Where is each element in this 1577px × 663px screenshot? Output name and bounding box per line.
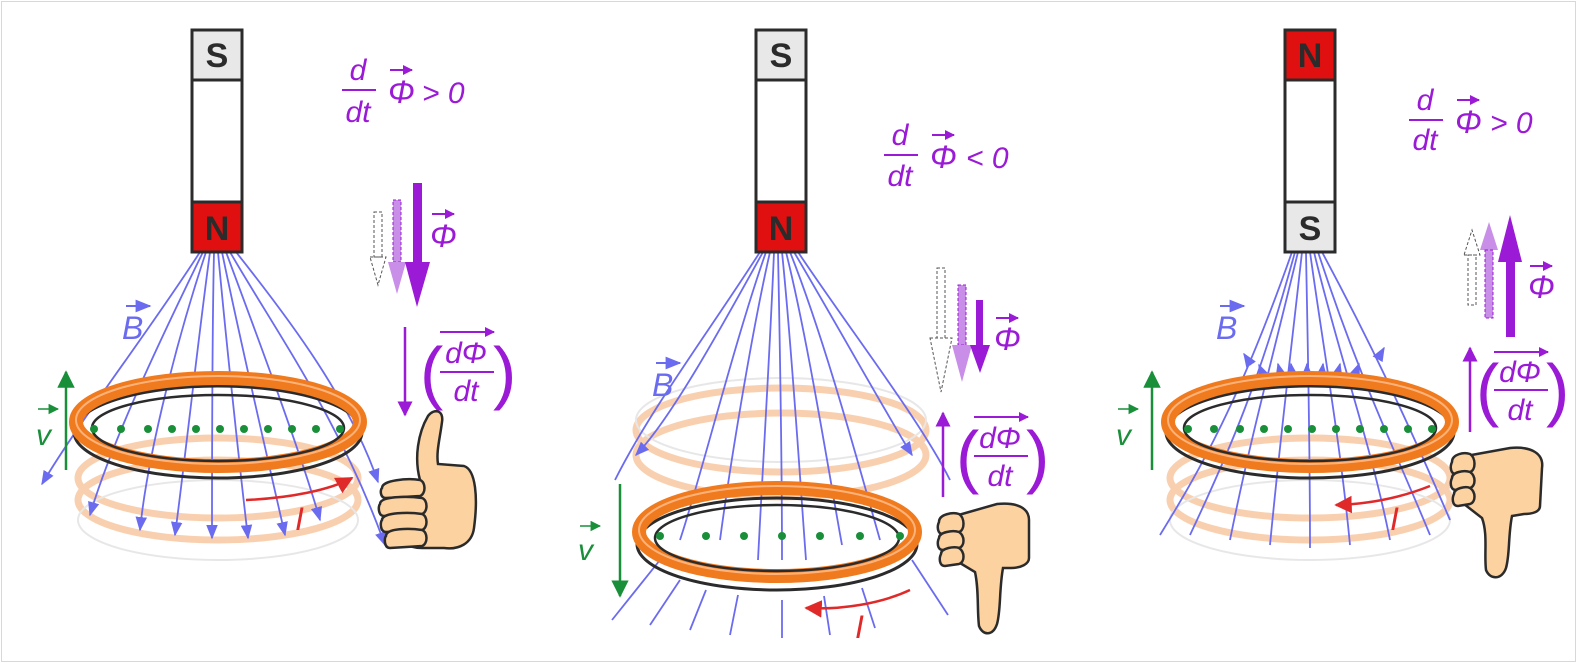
svg-text:(: ( (420, 333, 443, 411)
panel-2: S N B v I d dt Φ < 0 (578, 28, 1049, 645)
magnet-body (1283, 78, 1337, 204)
top-pole-label: N (1298, 37, 1323, 75)
coil (1161, 371, 1459, 480)
svg-text:dt: dt (453, 375, 480, 408)
velocity-arrow: v (578, 484, 629, 598)
current-arrow: I (804, 588, 911, 645)
coil-dots (90, 425, 344, 433)
svg-text:Φ: Φ (430, 218, 457, 254)
svg-text:): ) (1546, 350, 1569, 428)
magnet-top-pole (190, 28, 244, 82)
field-label: B (122, 299, 152, 346)
bottom-pole-label: N (769, 210, 794, 248)
svg-text:): ) (1026, 417, 1049, 495)
bar-magnet: S N (754, 28, 808, 254)
dphi-dt-arrow: ( dΦ dt ) (1462, 346, 1569, 432)
svg-text:dt: dt (987, 460, 1014, 493)
current-arrow: I (1334, 484, 1431, 537)
panel-3: N S B v I d dt Φ > 0 (1116, 28, 1569, 579)
svg-text:d: d (350, 54, 368, 87)
magnet-bottom-pole (1283, 200, 1337, 254)
svg-text:(: ( (1476, 350, 1499, 428)
coil (69, 371, 367, 480)
svg-text:v: v (578, 534, 595, 567)
velocity-arrow: v (36, 370, 75, 470)
thumbs-up-icon (377, 409, 478, 550)
magnet-top-pole (754, 28, 808, 82)
svg-text:v: v (1116, 419, 1133, 452)
coil-dots (1184, 425, 1436, 433)
panel-1: S N B v I d dt Φ > 0 (36, 28, 516, 561)
bottom-pole-label: N (205, 210, 230, 248)
svg-text:< 0: < 0 (966, 142, 1009, 175)
field-lines (41, 251, 387, 547)
svg-text:d: d (892, 119, 910, 152)
magnet-body (754, 78, 808, 204)
top-pole-label: S (770, 37, 793, 75)
thumbs-down-icon (936, 502, 1031, 635)
svg-text:dΦ: dΦ (1499, 356, 1541, 389)
rate-formula: d dt Φ > 0 (342, 54, 465, 129)
svg-text:I: I (1390, 501, 1399, 537)
thumbs-down-icon (1449, 446, 1544, 579)
svg-text:Φ: Φ (388, 74, 415, 110)
svg-text:Φ: Φ (930, 139, 957, 175)
flux-arrows: Φ (369, 183, 457, 307)
svg-text:v: v (36, 419, 53, 452)
dphi-dt-arrow: ( dΦ dt ) (935, 411, 1049, 497)
svg-text:dt: dt (1507, 394, 1534, 427)
svg-text:dt: dt (345, 96, 372, 129)
top-pole-label: S (206, 37, 229, 75)
svg-text:Φ: Φ (1455, 104, 1482, 140)
svg-text:dt: dt (887, 160, 914, 193)
svg-text:): ) (493, 333, 516, 411)
svg-text:> 0: > 0 (1490, 107, 1533, 140)
svg-text:Φ: Φ (994, 321, 1021, 357)
svg-text:dΦ: dΦ (979, 422, 1021, 455)
svg-text:d: d (1417, 84, 1435, 117)
field-label: B (1216, 299, 1246, 346)
svg-text:B: B (1216, 310, 1237, 346)
svg-text:(: ( (956, 417, 979, 495)
svg-text:I: I (295, 501, 304, 537)
svg-text:B: B (122, 310, 143, 346)
magnet-bottom-pole (190, 200, 244, 254)
flux-arrows: Φ (1463, 215, 1555, 337)
svg-text:B: B (652, 367, 673, 403)
velocity-arrow: v (1116, 370, 1161, 470)
rate-formula: d dt Φ < 0 (884, 119, 1009, 193)
flux-arrows: Φ (929, 267, 1021, 393)
magnet-top-pole (1283, 28, 1337, 82)
magnet-bottom-pole (754, 200, 808, 254)
field-label: B (652, 356, 682, 403)
bar-magnet: S N (190, 28, 244, 254)
svg-text:Φ: Φ (1528, 269, 1555, 305)
svg-text:dΦ: dΦ (445, 337, 487, 370)
bar-magnet: N S (1283, 28, 1337, 254)
coil (632, 481, 922, 592)
bottom-pole-label: S (1299, 210, 1322, 248)
svg-text:dt: dt (1412, 124, 1439, 157)
coil-dots (656, 532, 904, 540)
dphi-dt-arrow: ( dΦ dt ) (397, 327, 516, 417)
svg-text:> 0: > 0 (422, 77, 465, 110)
magnet-body (190, 78, 244, 204)
rate-formula: d dt Φ > 0 (1409, 84, 1533, 157)
svg-text:I: I (855, 609, 864, 645)
current-arrow: I (245, 476, 354, 537)
